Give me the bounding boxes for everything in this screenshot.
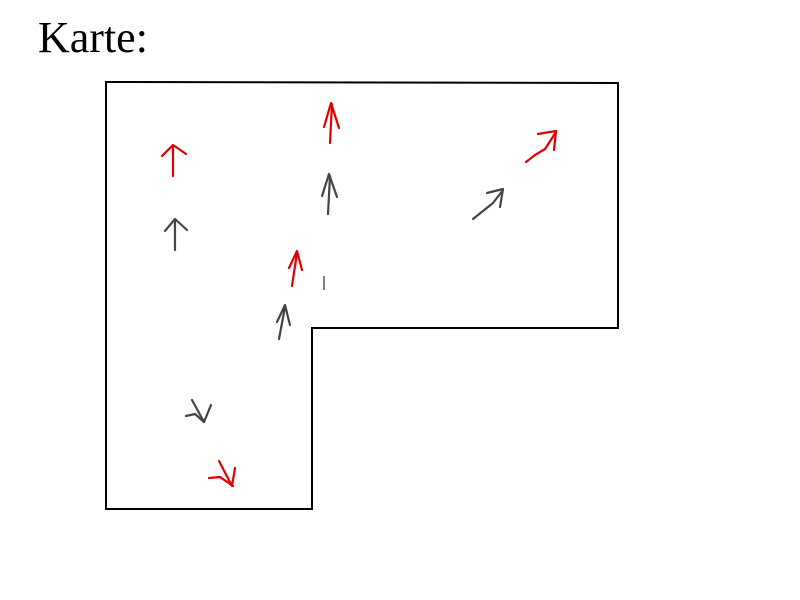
- gray-arrow-down-bottom: [184, 398, 213, 424]
- red-arrow-up-center: [322, 101, 341, 145]
- gray-arrow-up-center: [320, 172, 339, 216]
- red-arrow-down-bottom: [207, 459, 237, 488]
- red-arrow-up-mid: [287, 249, 304, 288]
- red-arrow-diag-right: [524, 129, 558, 164]
- map-title: Karte:: [38, 13, 148, 62]
- gray-arrow-diag-right: [471, 187, 505, 221]
- room-outline: [105, 80, 619, 510]
- red-arrow-up-left: [160, 143, 188, 178]
- gray-arrow-up-mid: [275, 303, 292, 341]
- gray-arrow-up-left: [163, 217, 189, 252]
